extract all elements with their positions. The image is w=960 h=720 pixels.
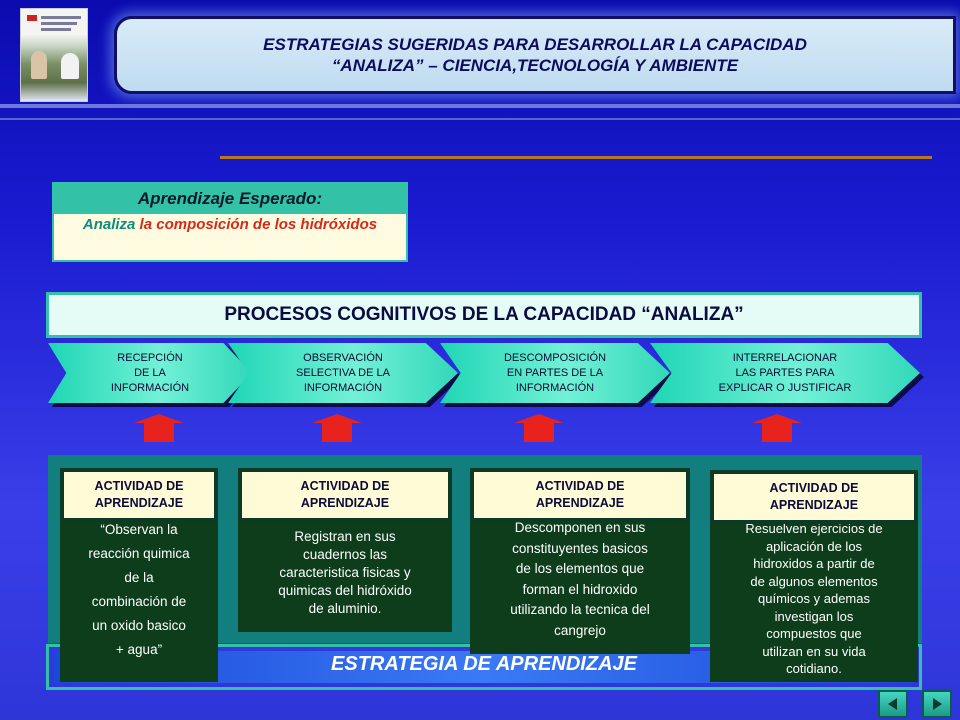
expected-learning-verb: Analiza <box>82 216 136 233</box>
activity-text-line: combinación de <box>91 594 187 609</box>
activity-heading-line: APRENDIZAJE <box>535 496 625 510</box>
activity-text-line: caracteristica fisicas y <box>279 565 411 580</box>
process-step-label: DESCOMPOSICIÓN <box>503 351 607 364</box>
process-step-label: INFORMACIÓN <box>515 381 595 394</box>
process-step-label: SELECTIVA DE LA <box>296 366 390 379</box>
activity-heading-line: ACTIVIDAD DE <box>535 479 625 493</box>
activity-text-line: químicos y ademas <box>758 591 870 606</box>
activity-heading-line: APRENDIZAJE <box>300 496 390 510</box>
activity-3-heading: ACTIVIDAD DE APRENDIZAJE <box>470 468 690 522</box>
activity-text-line: de la <box>124 570 154 585</box>
activity-3-body: Descomponen en sus constituyentes basico… <box>470 512 690 654</box>
activity-text-line: reacción quimica <box>88 546 190 561</box>
activity-text-line: investigan los <box>774 608 854 624</box>
activity-text-line: utilizan en su vida <box>762 643 866 659</box>
process-step-observation: OBSERVACIÓN SELECTIVA DE LA INFORMACIÓN <box>228 343 458 403</box>
up-arrow-icon <box>312 414 362 442</box>
activity-text-line: de aluminio. <box>308 601 382 616</box>
activity-4-body: Resuelven ejercicios de aplicación de lo… <box>710 520 918 682</box>
process-step-label: INFORMACIÓN <box>303 381 383 394</box>
activity-heading-line: ACTIVIDAD DE <box>769 481 859 495</box>
cover-text-line <box>41 22 77 25</box>
activity-1-body: “Observan la reacción quimica de la comb… <box>60 512 218 682</box>
expected-learning-box: Aprendizaje Esperado: Analiza la composi… <box>52 182 408 262</box>
activity-text-line: aplicación de los <box>765 538 863 554</box>
activity-text-line: compuestos que <box>766 626 862 641</box>
activity-heading-line: APRENDIZAJE <box>94 496 184 510</box>
activity-text-line: hidroxidos a partir de <box>753 556 875 571</box>
cover-figure <box>31 51 47 79</box>
title-line-2: “ANALIZA” – CIENCIA,TECNOLOGÍA Y AMBIENT… <box>331 56 739 75</box>
activity-text-line: Registran en sus <box>294 529 396 544</box>
activity-2-heading: ACTIVIDAD DE APRENDIZAJE <box>238 468 452 522</box>
activity-text-line: de algunos elementos <box>750 573 878 589</box>
activity-text-line: forman el hidroxido <box>522 581 638 597</box>
process-step-decomposition: DESCOMPOSICIÓN EN PARTES DE LA INFORMACI… <box>440 343 670 403</box>
activity-heading-line: APRENDIZAJE <box>769 498 859 512</box>
activity-text-line: un oxido basico <box>92 618 186 633</box>
header-divider <box>0 104 960 108</box>
process-step-label: DE LA <box>134 366 166 379</box>
nav-prev-icon <box>888 698 897 710</box>
activity-text-line: de los elementos que <box>515 561 645 576</box>
process-step-label: EXPLICAR O JUSTIFICAR <box>718 381 852 394</box>
up-arrow-icon <box>752 414 802 442</box>
activity-2-body: Registran en sus cuadernos las caracteri… <box>238 512 452 632</box>
process-step-label: LAS PARTES PARA <box>735 366 835 379</box>
orange-rule <box>220 156 932 159</box>
expected-learning-object: la composición de los hidróxidos <box>135 216 378 233</box>
header-divider-thin <box>0 118 960 120</box>
activity-text-line: cangrejo <box>554 622 606 638</box>
book-cover-thumbnail <box>20 8 88 102</box>
activity-text-line: quimicas del hidróxido <box>278 583 412 598</box>
expected-learning-text: Analiza la composición de los hidróxidos <box>54 214 406 233</box>
activity-text-line: utilizando la tecnica del <box>510 602 650 617</box>
activity-text-line: cuadernos las <box>302 547 388 562</box>
nav-prev-button[interactable] <box>878 690 908 718</box>
nav-next-button[interactable] <box>922 690 952 718</box>
cover-text-line <box>41 16 81 19</box>
activity-text-line: Descomponen en sus <box>514 520 646 535</box>
flag-mark <box>27 15 37 21</box>
processes-heading: PROCESOS COGNITIVOS DE LA CAPACIDAD “ANA… <box>46 292 922 338</box>
activity-text-line: Resuelven ejercicios de <box>745 521 883 536</box>
activity-text-line: “Observan la <box>100 522 178 537</box>
process-step-label: EN PARTES DE LA <box>506 366 604 379</box>
expected-learning-heading: Aprendizaje Esperado: <box>54 184 406 214</box>
activity-1-heading: ACTIVIDAD DE APRENDIZAJE <box>60 468 218 522</box>
cover-figure <box>61 53 79 79</box>
activity-heading-line: ACTIVIDAD DE <box>300 479 390 493</box>
activity-text-line: + agua” <box>115 642 163 657</box>
nav-next-icon <box>933 698 942 710</box>
process-step-reception: RECEPCIÓN DE LA INFORMACIÓN <box>48 343 252 403</box>
process-step-interrelate: INTERRELACIONAR LAS PARTES PARA EXPLICAR… <box>650 343 920 403</box>
cover-text-line <box>41 28 71 31</box>
title-line-1: ESTRATEGIAS SUGERIDAS PARA DESARROLLAR L… <box>263 35 807 54</box>
process-step-label: RECEPCIÓN <box>117 351 183 364</box>
activity-text-line: constituyentes basicos <box>512 540 648 556</box>
strategy-label: ESTRATEGIA DE APRENDIZAJE <box>331 653 637 675</box>
process-step-label: INFORMACIÓN <box>110 381 190 394</box>
process-step-label: OBSERVACIÓN <box>303 351 383 364</box>
process-step-label: INTERRELACIONAR <box>732 351 838 364</box>
title-panel: ESTRATEGIAS SUGERIDAS PARA DESARROLLAR L… <box>114 16 956 94</box>
activity-4-heading: ACTIVIDAD DE APRENDIZAJE <box>710 470 918 524</box>
activity-text-line: cotidiano. <box>786 661 842 676</box>
activity-heading-line: ACTIVIDAD DE <box>94 479 184 493</box>
up-arrow-icon <box>134 414 184 442</box>
up-arrow-icon <box>514 414 564 442</box>
